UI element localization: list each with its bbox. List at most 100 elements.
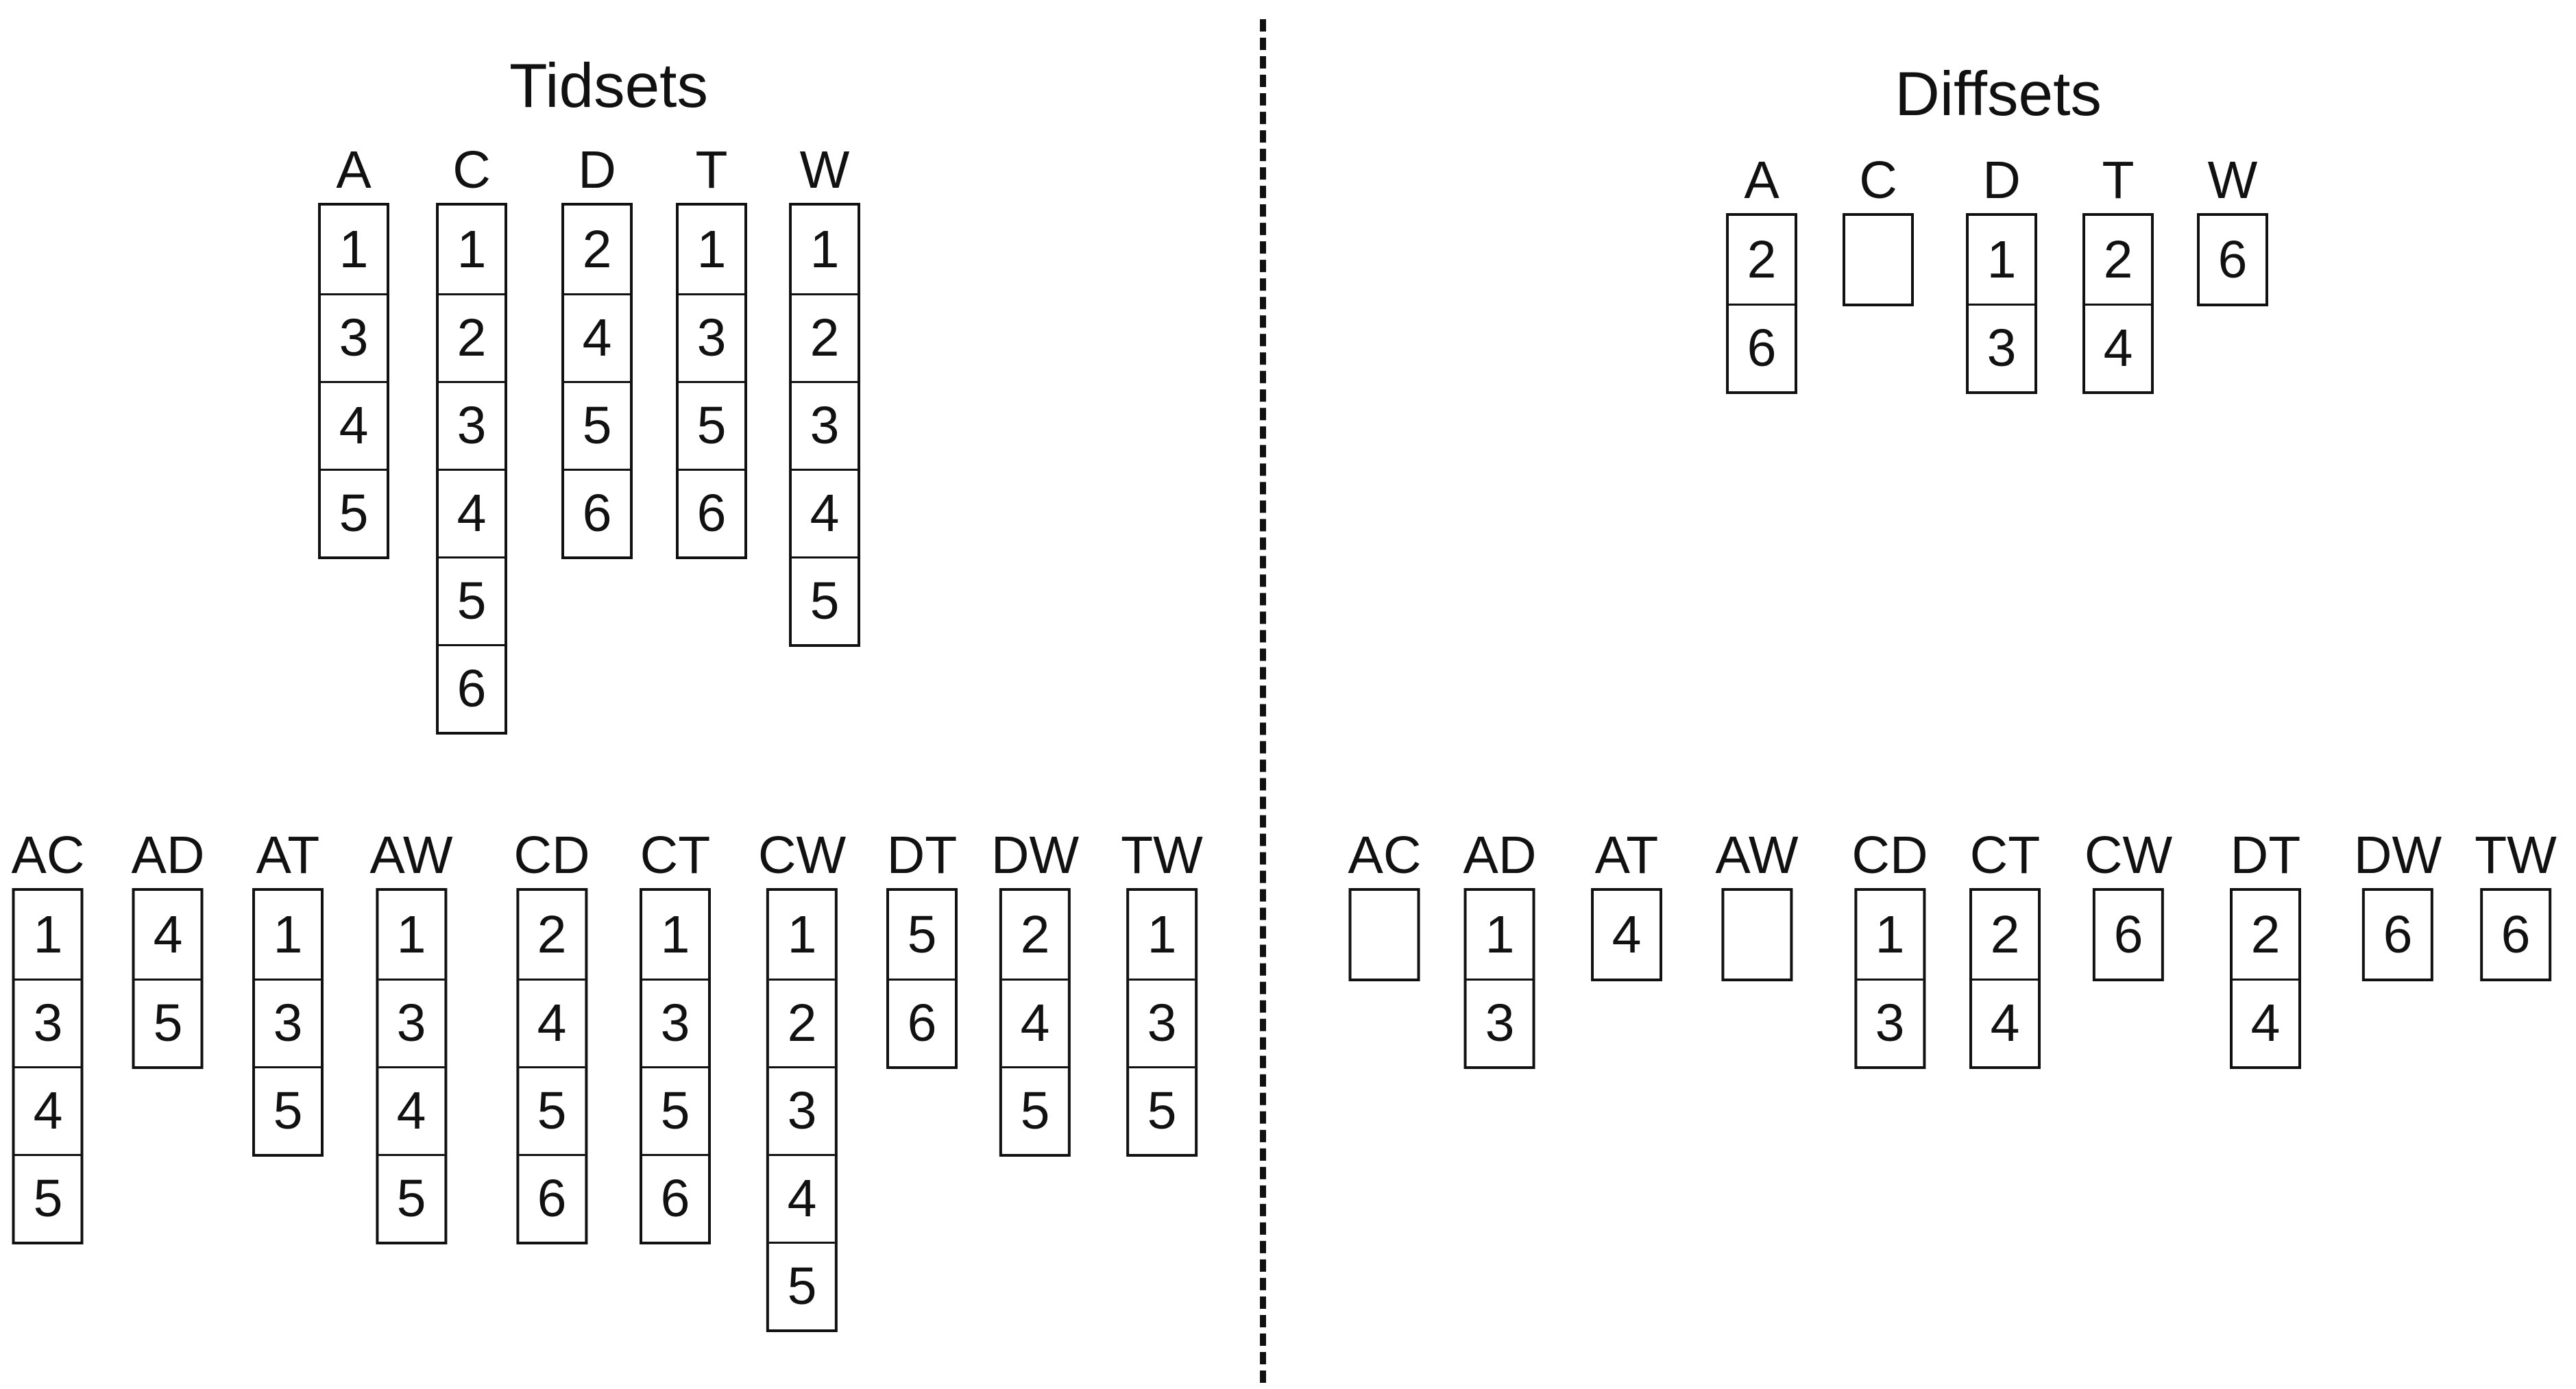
diffset-label: AW bbox=[1715, 826, 1799, 885]
tidset-label: AW bbox=[369, 826, 453, 885]
diffset-column-aw: AW bbox=[1715, 822, 1799, 981]
tid-cell: 4 bbox=[1972, 979, 2038, 1066]
tidset-label: DT bbox=[886, 826, 958, 885]
tid-cell: 1 bbox=[660, 905, 690, 964]
diffsets-title: Diffsets bbox=[1895, 60, 2102, 129]
tid-cell: 1 bbox=[810, 219, 840, 279]
tid-cell: 4 bbox=[1001, 979, 1068, 1066]
tid-cell: 1 bbox=[1875, 905, 1905, 964]
tid-cell: 5 bbox=[321, 469, 387, 556]
tid-cell: 4 bbox=[15, 1066, 81, 1154]
tid-cell: 3 bbox=[679, 293, 744, 381]
tid-cell: 5 bbox=[642, 1066, 708, 1154]
tid-cell: 5 bbox=[135, 979, 201, 1066]
tidset-label: AD bbox=[131, 826, 205, 885]
tidset-label: DW bbox=[991, 826, 1080, 885]
diffset-label: TW bbox=[2475, 826, 2557, 885]
diffset-column-ac: AC bbox=[1348, 822, 1422, 981]
tid-cell: 4 bbox=[564, 293, 630, 381]
tid-cell: 2 bbox=[2250, 905, 2281, 964]
tid-cell: 6 bbox=[889, 979, 955, 1066]
diffset-label: D bbox=[1982, 151, 2021, 210]
diffset-label: CT bbox=[1969, 826, 2041, 885]
diffset-box: 6 bbox=[2480, 888, 2551, 981]
tid-cell: 1 bbox=[273, 905, 303, 964]
tid-cell: 2 bbox=[1747, 230, 1777, 289]
diffset-box: 4 bbox=[1591, 888, 1662, 981]
empty-cell bbox=[1845, 216, 1911, 304]
tidset-label: A bbox=[336, 140, 372, 199]
tid-cell: 5 bbox=[519, 1066, 585, 1154]
tid-cell: 5 bbox=[255, 1066, 321, 1154]
tid-cell: 1 bbox=[33, 905, 63, 964]
diffset-label: CD bbox=[1851, 826, 1928, 885]
diffset-box bbox=[1349, 888, 1420, 981]
diffset-box: 6 bbox=[2197, 213, 2268, 306]
diffset-box: 6 bbox=[2092, 888, 2164, 981]
tid-cell: 3 bbox=[1129, 979, 1195, 1066]
tid-cell: 4 bbox=[519, 979, 585, 1066]
diffset-label: C bbox=[1859, 151, 1897, 210]
tid-cell: 5 bbox=[564, 381, 630, 469]
tid-cell: 6 bbox=[642, 1154, 708, 1242]
tidset-label: W bbox=[799, 140, 850, 199]
diffset-label: A bbox=[1744, 151, 1779, 210]
diffset-label: DT bbox=[2230, 826, 2301, 885]
tid-cell: 1 bbox=[1485, 905, 1515, 964]
tid-cell: 6 bbox=[2501, 905, 2531, 964]
diffset-label: W bbox=[2207, 151, 2258, 210]
tid-cell: 3 bbox=[768, 1066, 835, 1154]
tid-cell: 3 bbox=[792, 381, 858, 469]
tidset-label: D bbox=[578, 140, 616, 199]
tid-cell: 1 bbox=[1147, 905, 1177, 964]
tid-cell: 4 bbox=[439, 469, 505, 556]
tid-cell: 2 bbox=[582, 219, 612, 279]
tid-cell: 4 bbox=[2233, 979, 2298, 1066]
diffset-column-tw: TW 6 bbox=[2475, 822, 2557, 981]
tid-cell: 3 bbox=[378, 979, 444, 1066]
tid-cell: 5 bbox=[792, 556, 858, 644]
diffset-box: 6 bbox=[2361, 888, 2433, 981]
tid-cell: 5 bbox=[679, 381, 744, 469]
tid-cell: 5 bbox=[1001, 1066, 1068, 1154]
diffset-label: CW bbox=[2084, 826, 2173, 885]
tid-cell: 6 bbox=[519, 1154, 585, 1242]
diffset-label: AC bbox=[1348, 826, 1422, 885]
empty-cell bbox=[1724, 891, 1790, 979]
diffset-label: DW bbox=[2353, 826, 2442, 885]
tid-cell: 4 bbox=[792, 469, 858, 556]
tidset-label: AC bbox=[11, 826, 85, 885]
tidset-label: T bbox=[695, 140, 728, 199]
tid-cell: 5 bbox=[907, 905, 937, 964]
tid-cell: 6 bbox=[564, 469, 630, 556]
tid-cell: 3 bbox=[1857, 979, 1923, 1066]
section-divider bbox=[1260, 19, 1266, 1383]
tid-cell: 5 bbox=[15, 1154, 81, 1242]
diffset-box bbox=[1721, 888, 1793, 981]
tidset-label: CW bbox=[757, 826, 847, 885]
